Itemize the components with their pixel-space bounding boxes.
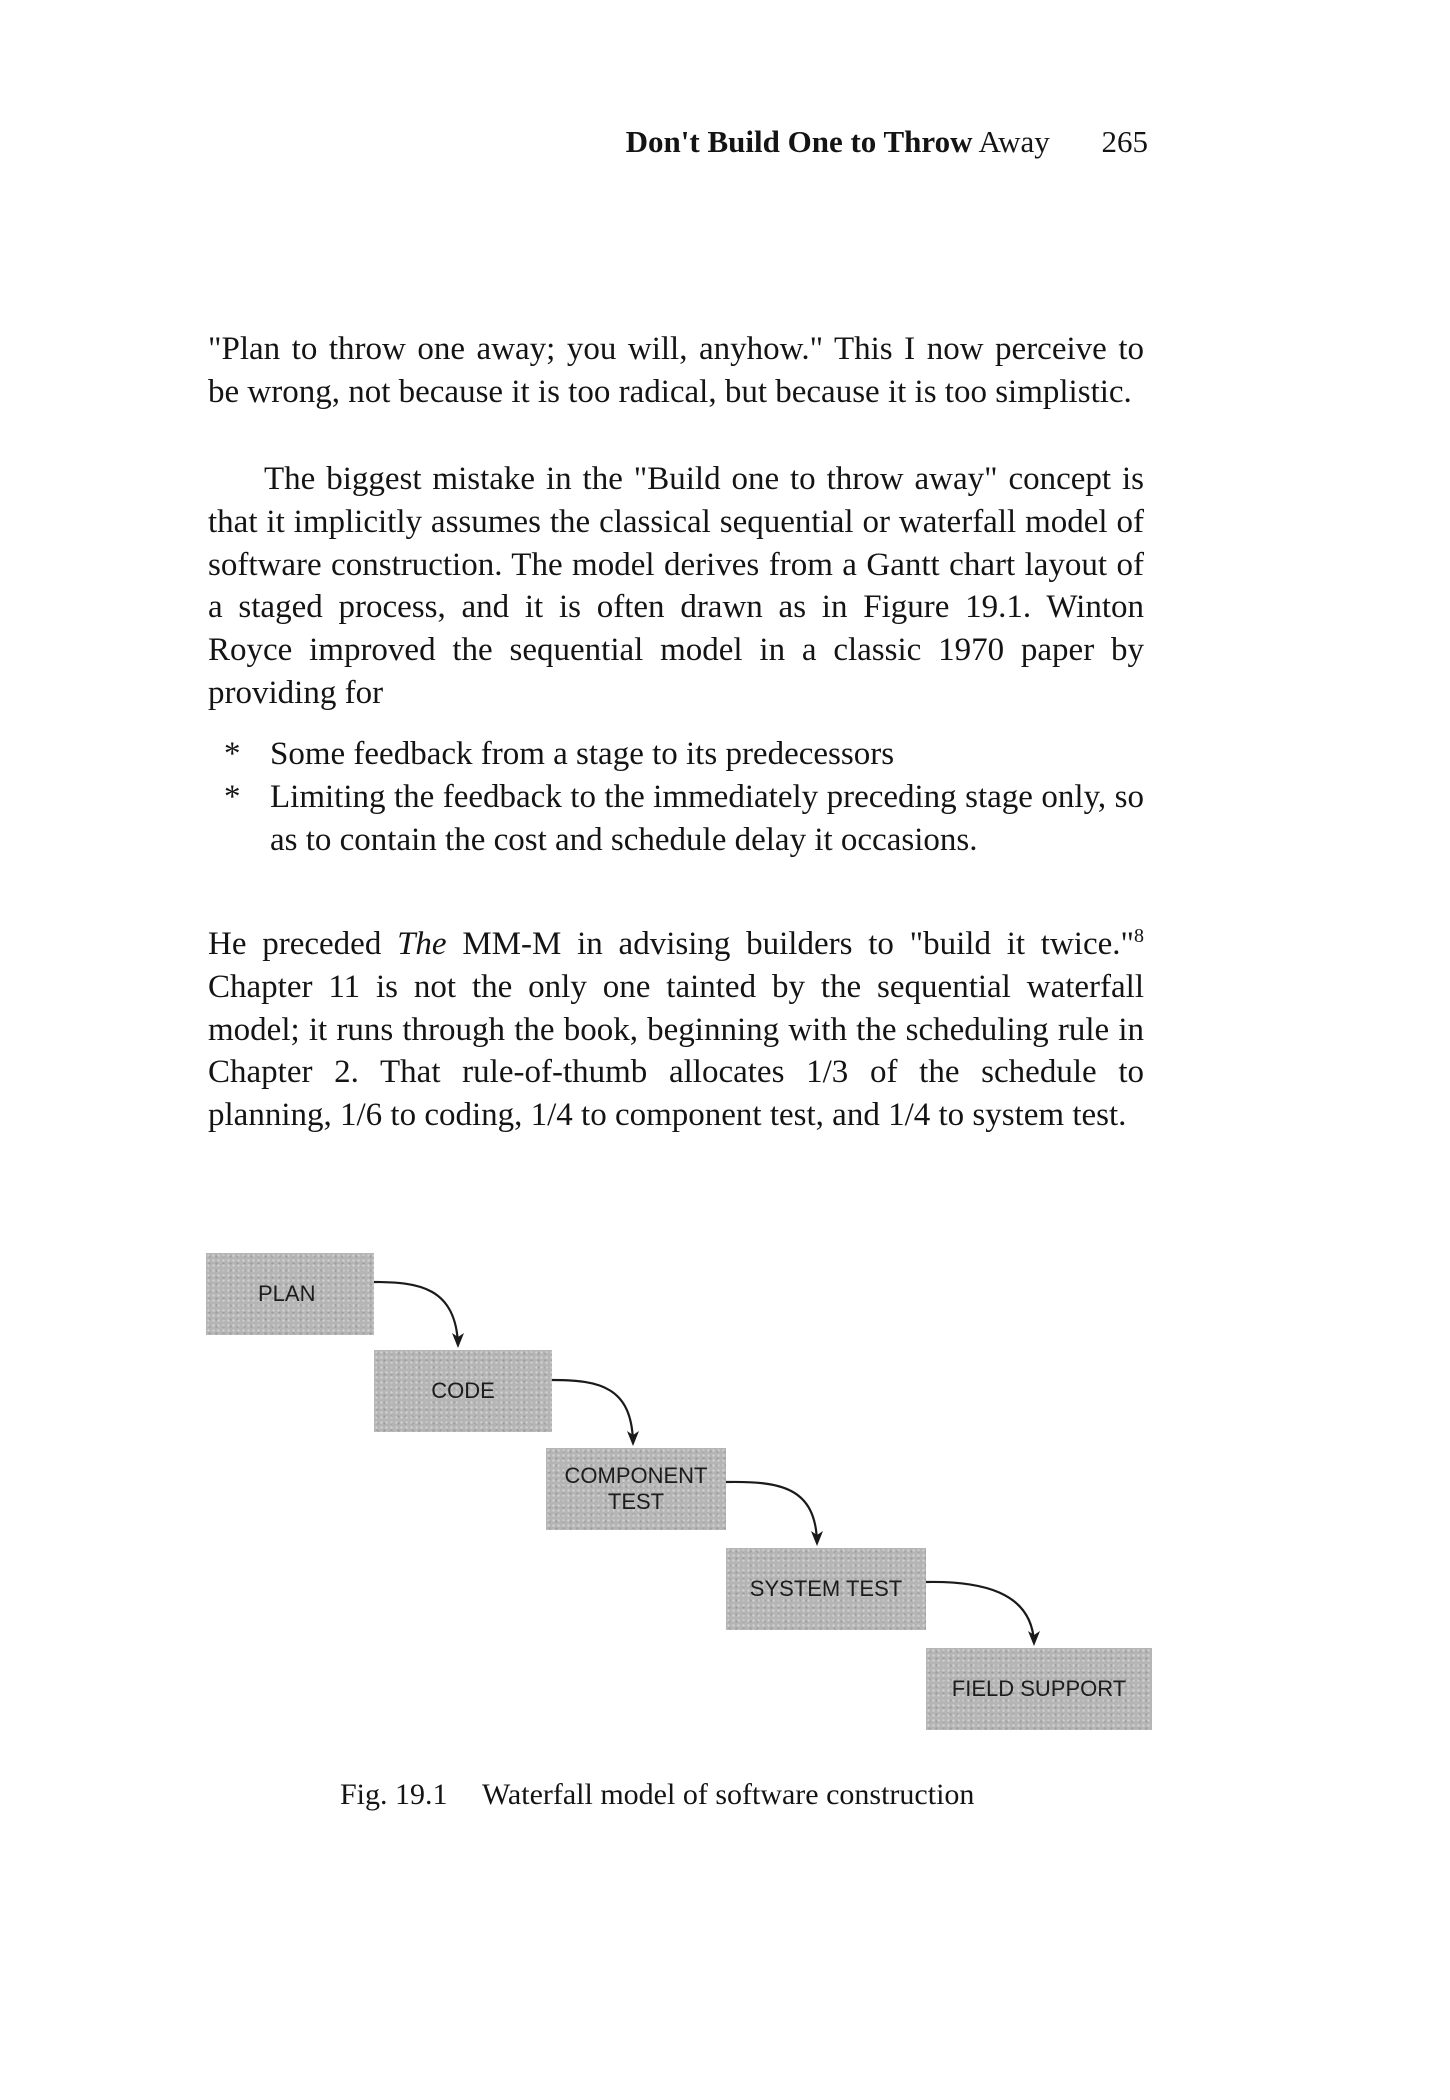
stage-code: CODE (374, 1350, 552, 1432)
stage-label: FIELD SUPPORT (951, 1676, 1127, 1701)
stage-system-test: SYSTEM TEST (726, 1548, 926, 1630)
running-head: Don't Build One to Throw Away 265 (200, 124, 1148, 160)
arrow-code-to-component-head (627, 1431, 639, 1446)
bullet-item: * Limiting the feedback to the immediate… (218, 776, 1144, 862)
arrow-component-to-system-head (811, 1531, 823, 1546)
arrow-plan-to-code-head (452, 1333, 464, 1348)
stage-component-test: COMPONENT TEST (546, 1448, 726, 1530)
stage-field-support: FIELD SUPPORT (926, 1648, 1152, 1730)
running-head-title-bold: Don't Build One to Throw (625, 124, 973, 159)
paragraph-1: "Plan to throw one away; you will, anyho… (208, 328, 1144, 414)
paragraph-3-after: MM-M in advising builders to "build it t… (446, 926, 1134, 962)
paragraph-3-text: He preceded The MM-M in advising builder… (208, 923, 1144, 1137)
paragraph-3: He preceded The MM-M in advising builder… (208, 923, 1144, 1137)
paragraph-1-text: "Plan to throw one away; you will, anyho… (208, 331, 1144, 410)
paragraph-2: The biggest mistake in the "Build one to… (208, 458, 1144, 715)
waterfall-figure: PLAN CODE COMPONENT TEST SYSTEM TEST FIE… (200, 1245, 1160, 1745)
paragraph-3-rest: Chapter 11 is not the only one tainted b… (208, 968, 1144, 1134)
stage-label-line2: TEST (607, 1489, 665, 1514)
bullet-list: * Some feedback from a stage to its pred… (218, 733, 1144, 861)
bullet-marker: * (224, 778, 241, 815)
figure-title: Waterfall model of software construction (482, 1778, 975, 1811)
stage-label: SYSTEM TEST (749, 1576, 903, 1601)
arrow-system-to-field (925, 1580, 1036, 1644)
flow-arrows (373, 1280, 1040, 1646)
bullet-item: * Some feedback from a stage to its pred… (218, 733, 1144, 776)
arrow-component-to-system (725, 1480, 819, 1544)
bullet-text: Some feedback from a stage to its predec… (270, 736, 895, 772)
stage-plan: PLAN (206, 1253, 374, 1335)
stage-label: CODE (431, 1378, 495, 1403)
arrow-system-to-field-head (1028, 1631, 1040, 1646)
running-head-title-regular: Away (978, 124, 1050, 159)
figure-label: Fig. 19.1 (340, 1778, 448, 1811)
stage-label: COMPONENT (564, 1463, 708, 1488)
paragraph-2-text: The biggest mistake in the "Build one to… (208, 461, 1144, 711)
page-number: 265 (1101, 124, 1149, 159)
paragraph-3-italic: The (397, 926, 447, 962)
bullet-marker: * (224, 736, 241, 772)
arrow-code-to-component (551, 1378, 635, 1444)
paragraph-3-before: He preceded (208, 926, 398, 962)
bullet-text: Limiting the feedback to the immediately… (270, 778, 1144, 858)
stage-label: PLAN (258, 1281, 316, 1306)
footnote-marker: 8 (1134, 925, 1144, 947)
arrow-plan-to-code (373, 1280, 460, 1346)
